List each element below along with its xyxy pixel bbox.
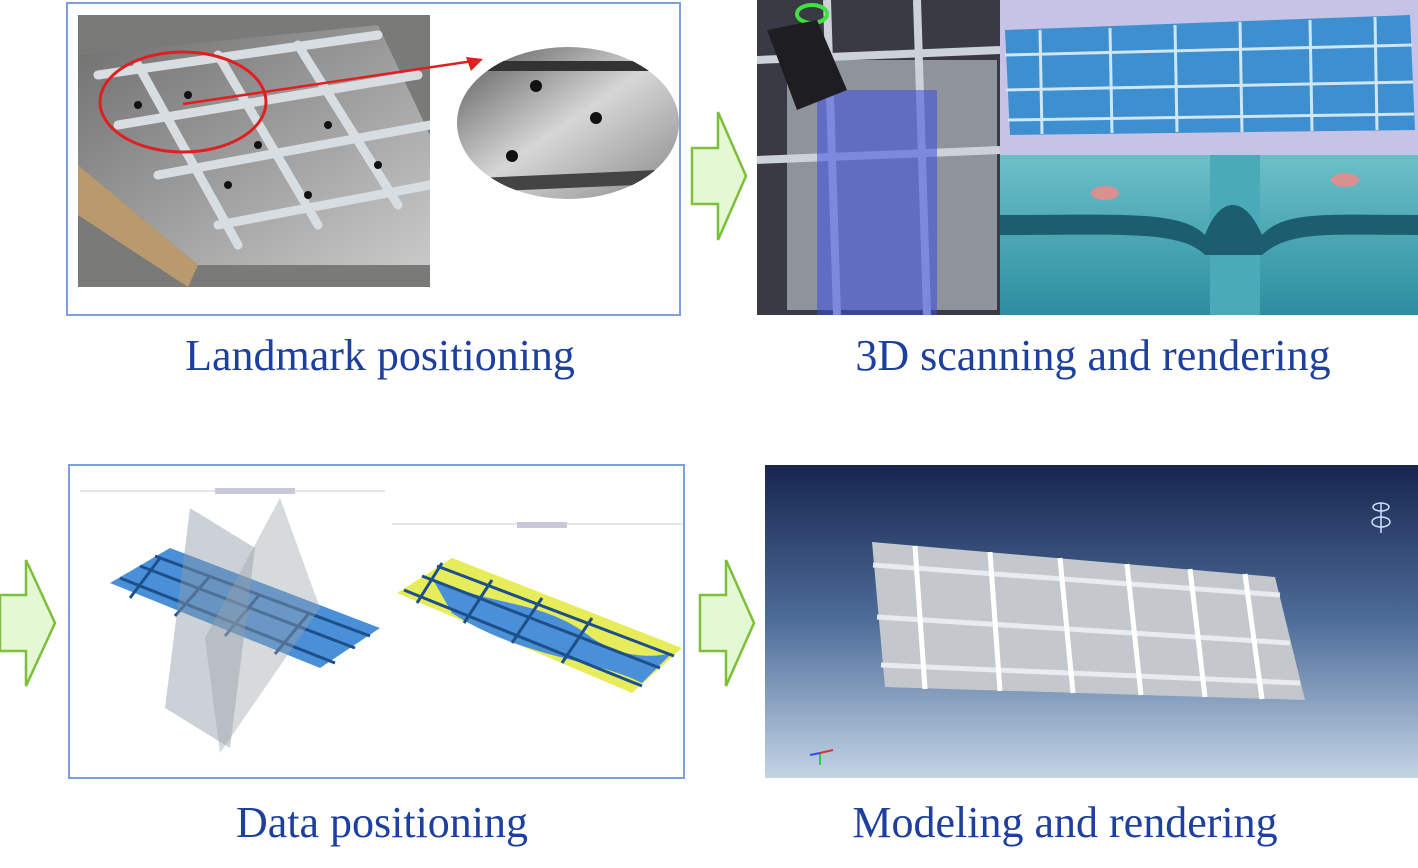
axis-triad-icon xyxy=(809,749,834,765)
modeling-render-view xyxy=(765,465,1418,778)
flow-arrow-right-icon xyxy=(698,559,756,687)
scanning-photo xyxy=(757,0,1000,315)
zoom-inset xyxy=(457,47,679,199)
alignment-planes-view xyxy=(80,488,385,753)
landmark-panel xyxy=(66,2,681,316)
step-label-3d-scanning-and-rendering: 3D scanning and rendering xyxy=(855,331,1331,380)
flow-arrow-right-icon xyxy=(0,559,57,687)
step-label-data-positioning: Data positioning xyxy=(235,798,529,847)
highlight-ellipse xyxy=(98,50,268,154)
zoom-arrow xyxy=(182,57,483,106)
scan-render-overview xyxy=(1000,0,1418,155)
step-label-modeling-and-rendering: Modeling and rendering xyxy=(852,798,1278,847)
flow-arrow-right-icon xyxy=(690,111,748,241)
view-cube-icon xyxy=(1371,502,1391,533)
data-positioning-panel xyxy=(68,464,685,779)
landmark-photo xyxy=(78,15,430,287)
deviation-color-map-view xyxy=(392,522,682,693)
step-label-landmark-positioning: Landmark positioning xyxy=(185,331,575,380)
scan-render-closeup xyxy=(1000,155,1418,315)
